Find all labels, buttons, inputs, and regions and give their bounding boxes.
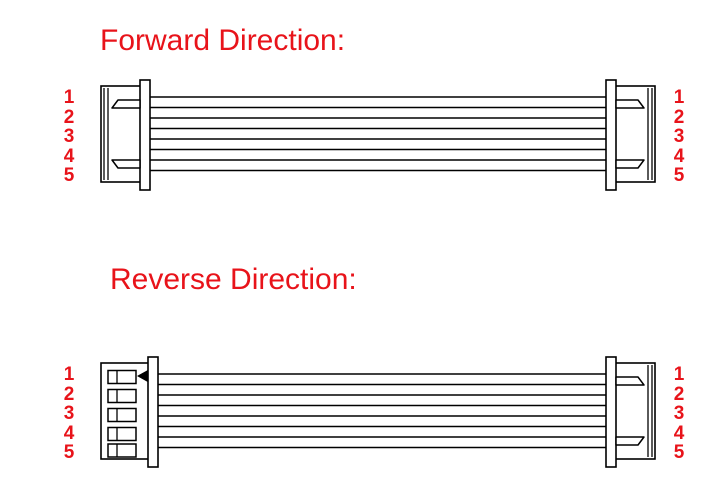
forward-right-connector [605, 79, 656, 191]
pin-label: 5 [673, 165, 685, 186]
reverse-direction-title: Reverse Direction: [110, 263, 357, 296]
contact-slots [107, 369, 137, 458]
pin-label: 5 [63, 165, 75, 186]
pin-label: 1 [673, 87, 685, 108]
forward-cable-assembly [88, 78, 668, 193]
pin-label: 4 [63, 422, 75, 444]
pin-numbers-forward-left: 1 2 3 4 5 [58, 88, 80, 186]
forward-left-connector [100, 79, 151, 191]
pin-label: 1 [63, 87, 75, 108]
pin-label: 4 [673, 422, 685, 444]
pin-label: 3 [63, 403, 75, 424]
pin-label: 2 [63, 106, 75, 128]
reverse-left-connector [100, 356, 159, 468]
ribbon-cable-forward [136, 96, 620, 172]
reverse-cable-assembly [88, 355, 668, 470]
pin-numbers-reverse-right: 1 2 3 4 5 [668, 365, 690, 463]
pin-label: 5 [673, 442, 685, 463]
pin-label: 3 [673, 403, 685, 424]
pin-label: 3 [673, 126, 685, 147]
pin-label: 3 [63, 126, 75, 147]
pin-label: 2 [673, 383, 685, 405]
pin-label: 4 [63, 145, 75, 167]
pin-label: 1 [673, 364, 685, 385]
pin-label: 2 [63, 383, 75, 405]
reverse-right-connector [605, 356, 656, 468]
forward-direction-title: Forward Direction: [100, 24, 346, 57]
pin-numbers-forward-right: 1 2 3 4 5 [668, 88, 690, 186]
ribbon-cable-reverse [146, 373, 620, 449]
pin-label: 2 [673, 106, 685, 128]
pin-numbers-reverse-left: 1 2 3 4 5 [58, 365, 80, 463]
pin-label: 5 [63, 442, 75, 463]
pin-label: 4 [673, 145, 685, 167]
pin-label: 1 [63, 364, 75, 385]
